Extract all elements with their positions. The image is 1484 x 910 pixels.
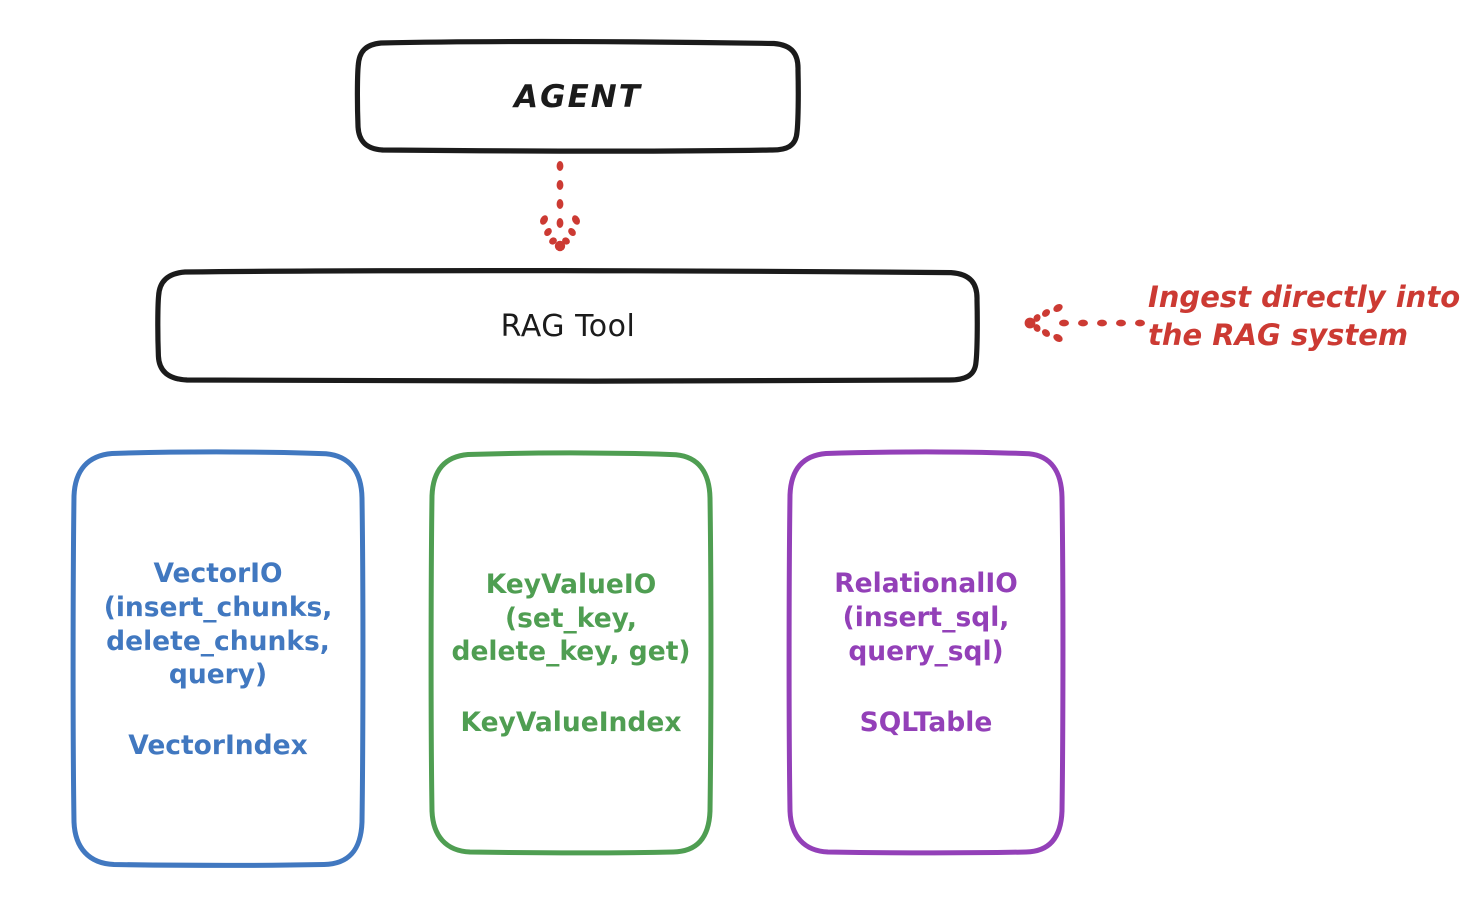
keyvalue-io-label: KeyValueIO (set_key, delete_key, get) (451, 568, 691, 668)
node-relational-io[interactable]: RelationalIO (insert_sql, query_sql) SQL… (786, 449, 1066, 856)
node-keyvalue-io[interactable]: KeyValueIO (set_key, delete_key, get) Ke… (428, 450, 714, 856)
arrow-agent-to-rag-tool (520, 160, 600, 265)
arrow-ingest-to-rag-tool (1020, 295, 1150, 351)
node-agent[interactable]: AGENT (354, 38, 801, 154)
sql-table-label: SQLTable (859, 706, 993, 738)
keyvalue-index-label: KeyValueIndex (460, 707, 682, 739)
relational-io-label: RelationalIO (insert_sql, query_sql) (834, 568, 1018, 667)
vector-index-label: VectorIndex (128, 730, 308, 762)
rag-tool-label: RAG Tool (500, 308, 636, 344)
vector-io-label: VectorIO (insert_chunks, delete_chunks, … (103, 557, 333, 691)
node-vector-io[interactable]: VectorIO (insert_chunks, delete_chunks, … (70, 449, 366, 868)
node-rag-tool[interactable]: RAG Tool (155, 267, 981, 384)
agent-label: AGENT (514, 78, 642, 115)
annotation-ingest-directly: Ingest directly into the RAG system (1148, 280, 1461, 353)
